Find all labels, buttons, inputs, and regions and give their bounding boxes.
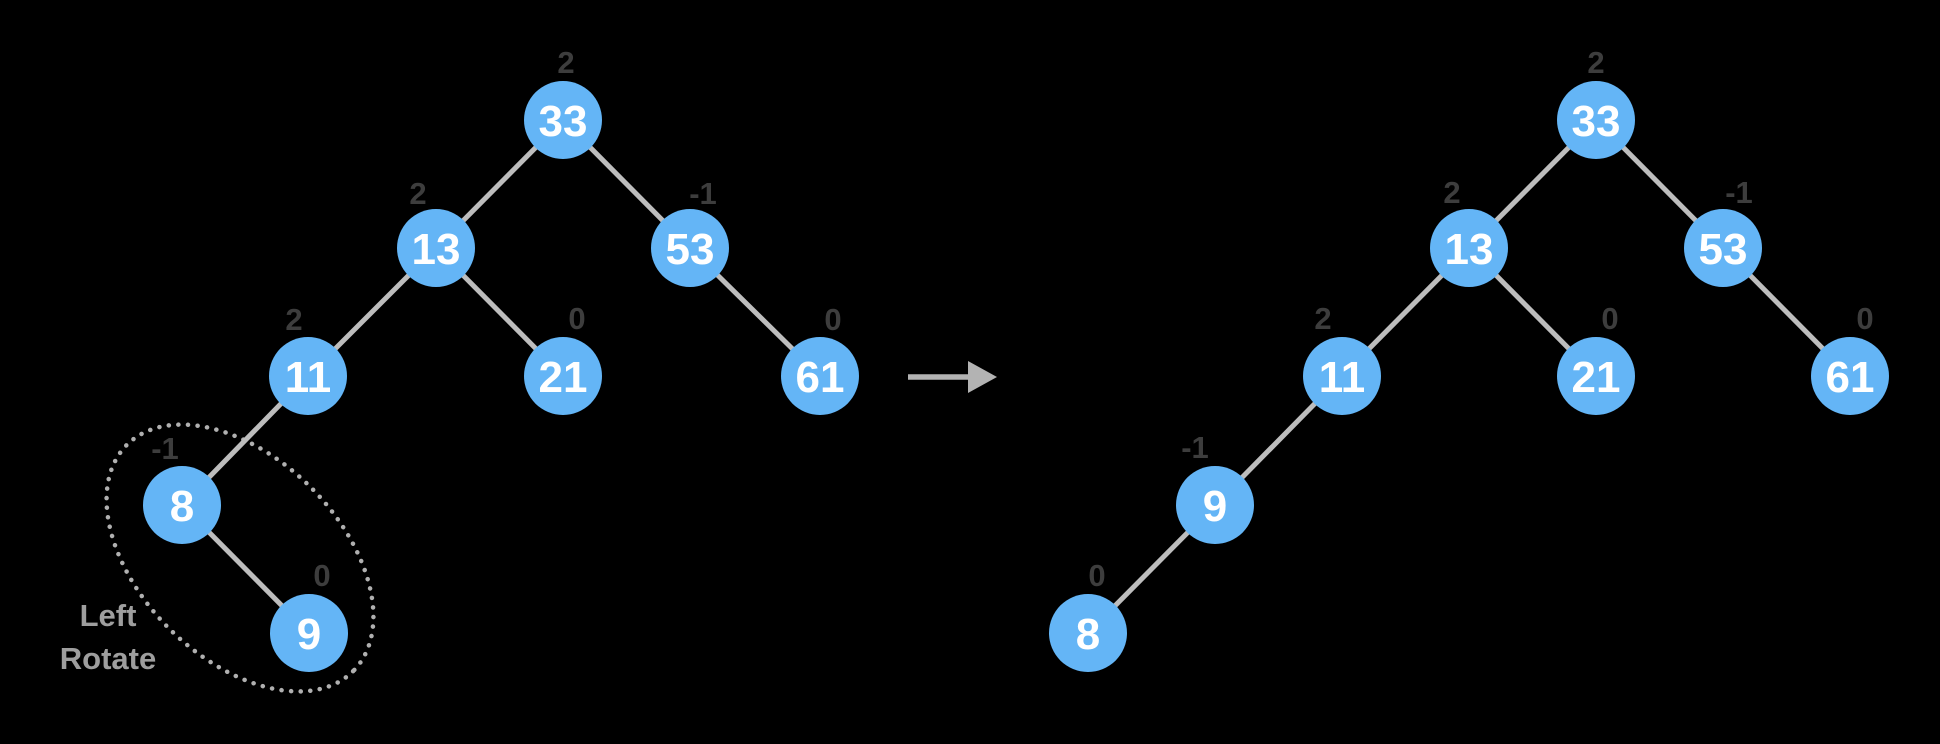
after-node-13-value: 13 xyxy=(1445,225,1494,274)
before-node-33-circle xyxy=(524,81,602,159)
before-node-13-balance-factor: 2 xyxy=(409,176,426,211)
after-node-21-circle xyxy=(1557,337,1635,415)
after-node-21-balance-factor: 0 xyxy=(1601,301,1618,336)
after-node-11-value: 11 xyxy=(1319,353,1366,402)
after-node-61-circle xyxy=(1811,337,1889,415)
before-node-11-balance-factor: 2 xyxy=(285,302,302,337)
after-node-33-circle xyxy=(1557,81,1635,159)
after-node-8-balance-factor: 0 xyxy=(1088,558,1105,593)
before-node-61-circle xyxy=(781,337,859,415)
before-node-9-value: 9 xyxy=(297,610,321,659)
after-node-53-balance-factor: -1 xyxy=(1725,175,1753,210)
after-node-61-value: 61 xyxy=(1826,353,1875,402)
before-node-11-value: 11 xyxy=(285,353,332,402)
before-node-53-balance-factor: -1 xyxy=(689,176,717,211)
before-node-13-value: 13 xyxy=(412,225,461,274)
before-node-8-value: 8 xyxy=(170,482,194,531)
left-rotate-label-line-2: Rotate xyxy=(59,641,157,676)
before-node-53-value: 53 xyxy=(666,225,715,274)
after-node-11-circle xyxy=(1303,337,1381,415)
before-node-21-value: 21 xyxy=(539,353,588,402)
after-node-33-balance-factor: 2 xyxy=(1587,45,1604,80)
before-node-61-balance-factor: 0 xyxy=(824,302,841,337)
rotation-highlight-ellipse xyxy=(104,422,376,694)
before-node-33-balance-factor: 2 xyxy=(557,45,574,80)
after-node-21-value: 21 xyxy=(1572,353,1621,402)
left-rotate-label-line-1: Left xyxy=(79,598,137,633)
before-node-8-circle xyxy=(143,466,221,544)
before-node-33-value: 33 xyxy=(539,97,588,146)
after-node-9-balance-factor: -1 xyxy=(1181,430,1209,465)
before-node-61-value: 61 xyxy=(796,353,845,402)
after-node-33-value: 33 xyxy=(1572,97,1621,146)
after-node-9-value: 9 xyxy=(1203,482,1227,531)
after-node-61-balance-factor: 0 xyxy=(1856,301,1873,336)
before-node-9-balance-factor: 0 xyxy=(313,558,330,593)
before-node-13-circle xyxy=(397,209,475,287)
after-node-8-value: 8 xyxy=(1076,610,1100,659)
before-node-21-circle xyxy=(524,337,602,415)
after-node-53-value: 53 xyxy=(1699,225,1748,274)
before-node-21-balance-factor: 0 xyxy=(568,301,585,336)
transition-arrow-head xyxy=(968,361,997,393)
after-node-8-circle xyxy=(1049,594,1127,672)
after-node-13-balance-factor: 2 xyxy=(1443,175,1460,210)
after-node-9-circle xyxy=(1176,466,1254,544)
before-node-9-circle xyxy=(270,594,348,672)
before-node-53-circle xyxy=(651,209,729,287)
before-node-8-balance-factor: -1 xyxy=(151,431,179,466)
after-node-53-circle xyxy=(1684,209,1762,287)
left-rotate-label: Left Rotate xyxy=(28,594,188,680)
after-node-11-balance-factor: 2 xyxy=(1314,301,1331,336)
after-node-13-circle xyxy=(1430,209,1508,287)
before-node-11-circle xyxy=(269,337,347,415)
